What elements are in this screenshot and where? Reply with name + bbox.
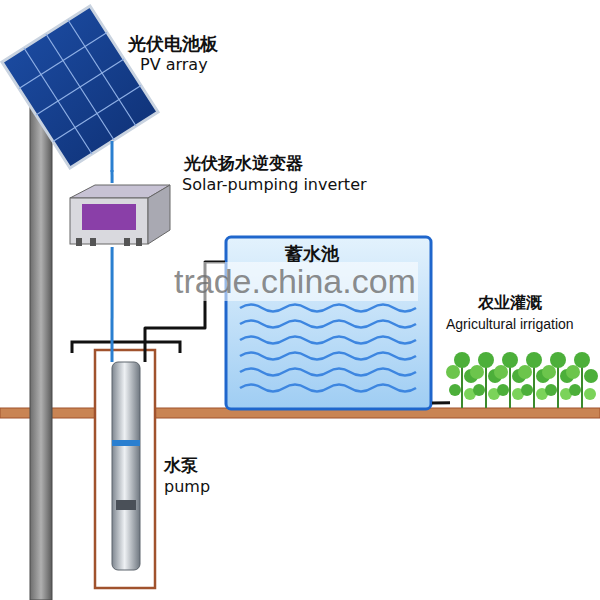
inverter-glands bbox=[76, 238, 142, 246]
plant bbox=[494, 352, 526, 408]
pv-array: 光伏电池板PV array bbox=[0, 4, 160, 170]
wave bbox=[240, 369, 416, 376]
pump: 水泵pump bbox=[95, 355, 155, 588]
gland bbox=[136, 238, 142, 246]
panel-grid bbox=[19, 20, 141, 154]
inverter-front bbox=[70, 198, 148, 244]
solar-pumping-inverter: 光伏扬水逆变器Solar-pumping inverter bbox=[65, 183, 172, 247]
wave bbox=[240, 353, 416, 360]
chinese-caption: 水泵 bbox=[164, 456, 198, 476]
plant bbox=[518, 352, 550, 408]
english-caption: PV array bbox=[140, 56, 208, 74]
power-wire bbox=[111, 170, 114, 183]
pump-inlet bbox=[116, 500, 136, 510]
grid-line bbox=[68, 20, 136, 126]
grid-line bbox=[46, 34, 114, 140]
wire-stub bbox=[111, 355, 114, 362]
grid-line bbox=[24, 48, 92, 154]
wave bbox=[240, 305, 416, 312]
pump-band bbox=[112, 440, 140, 446]
solar-panel bbox=[2, 6, 158, 168]
well-cap bbox=[72, 342, 180, 353]
plant bbox=[542, 352, 574, 408]
wave bbox=[240, 385, 416, 392]
plant bbox=[566, 352, 598, 408]
power-wire bbox=[111, 247, 114, 355]
plant bbox=[470, 352, 502, 408]
chinese-caption: 光伏电池板 bbox=[128, 34, 218, 55]
pole bbox=[30, 95, 52, 600]
plant bbox=[446, 352, 478, 408]
inverter-label-plate bbox=[82, 204, 136, 230]
water-pipe bbox=[432, 401, 450, 404]
inverter-side bbox=[148, 185, 170, 244]
english-caption: Solar-pumping inverter bbox=[182, 176, 367, 194]
well-shaft bbox=[95, 350, 155, 588]
watermark: trade.china.com bbox=[172, 262, 418, 301]
english-caption: pump bbox=[164, 478, 210, 496]
pump-body bbox=[112, 362, 140, 570]
gland bbox=[124, 238, 130, 246]
wave bbox=[240, 321, 416, 328]
wire-stub bbox=[111, 141, 114, 172]
chinese-caption: 光伏扬水逆变器 bbox=[184, 154, 303, 174]
pipe-stub bbox=[144, 355, 147, 362]
gland bbox=[76, 238, 82, 246]
chinese-caption: 农业灌溉 bbox=[478, 294, 542, 312]
gland bbox=[90, 238, 96, 246]
wave bbox=[240, 337, 416, 344]
english-caption: Agricultural irrigation bbox=[446, 316, 574, 332]
water-waves bbox=[240, 305, 416, 392]
irrigation-field: 农业灌溉Agricultural irrigation bbox=[450, 338, 598, 410]
